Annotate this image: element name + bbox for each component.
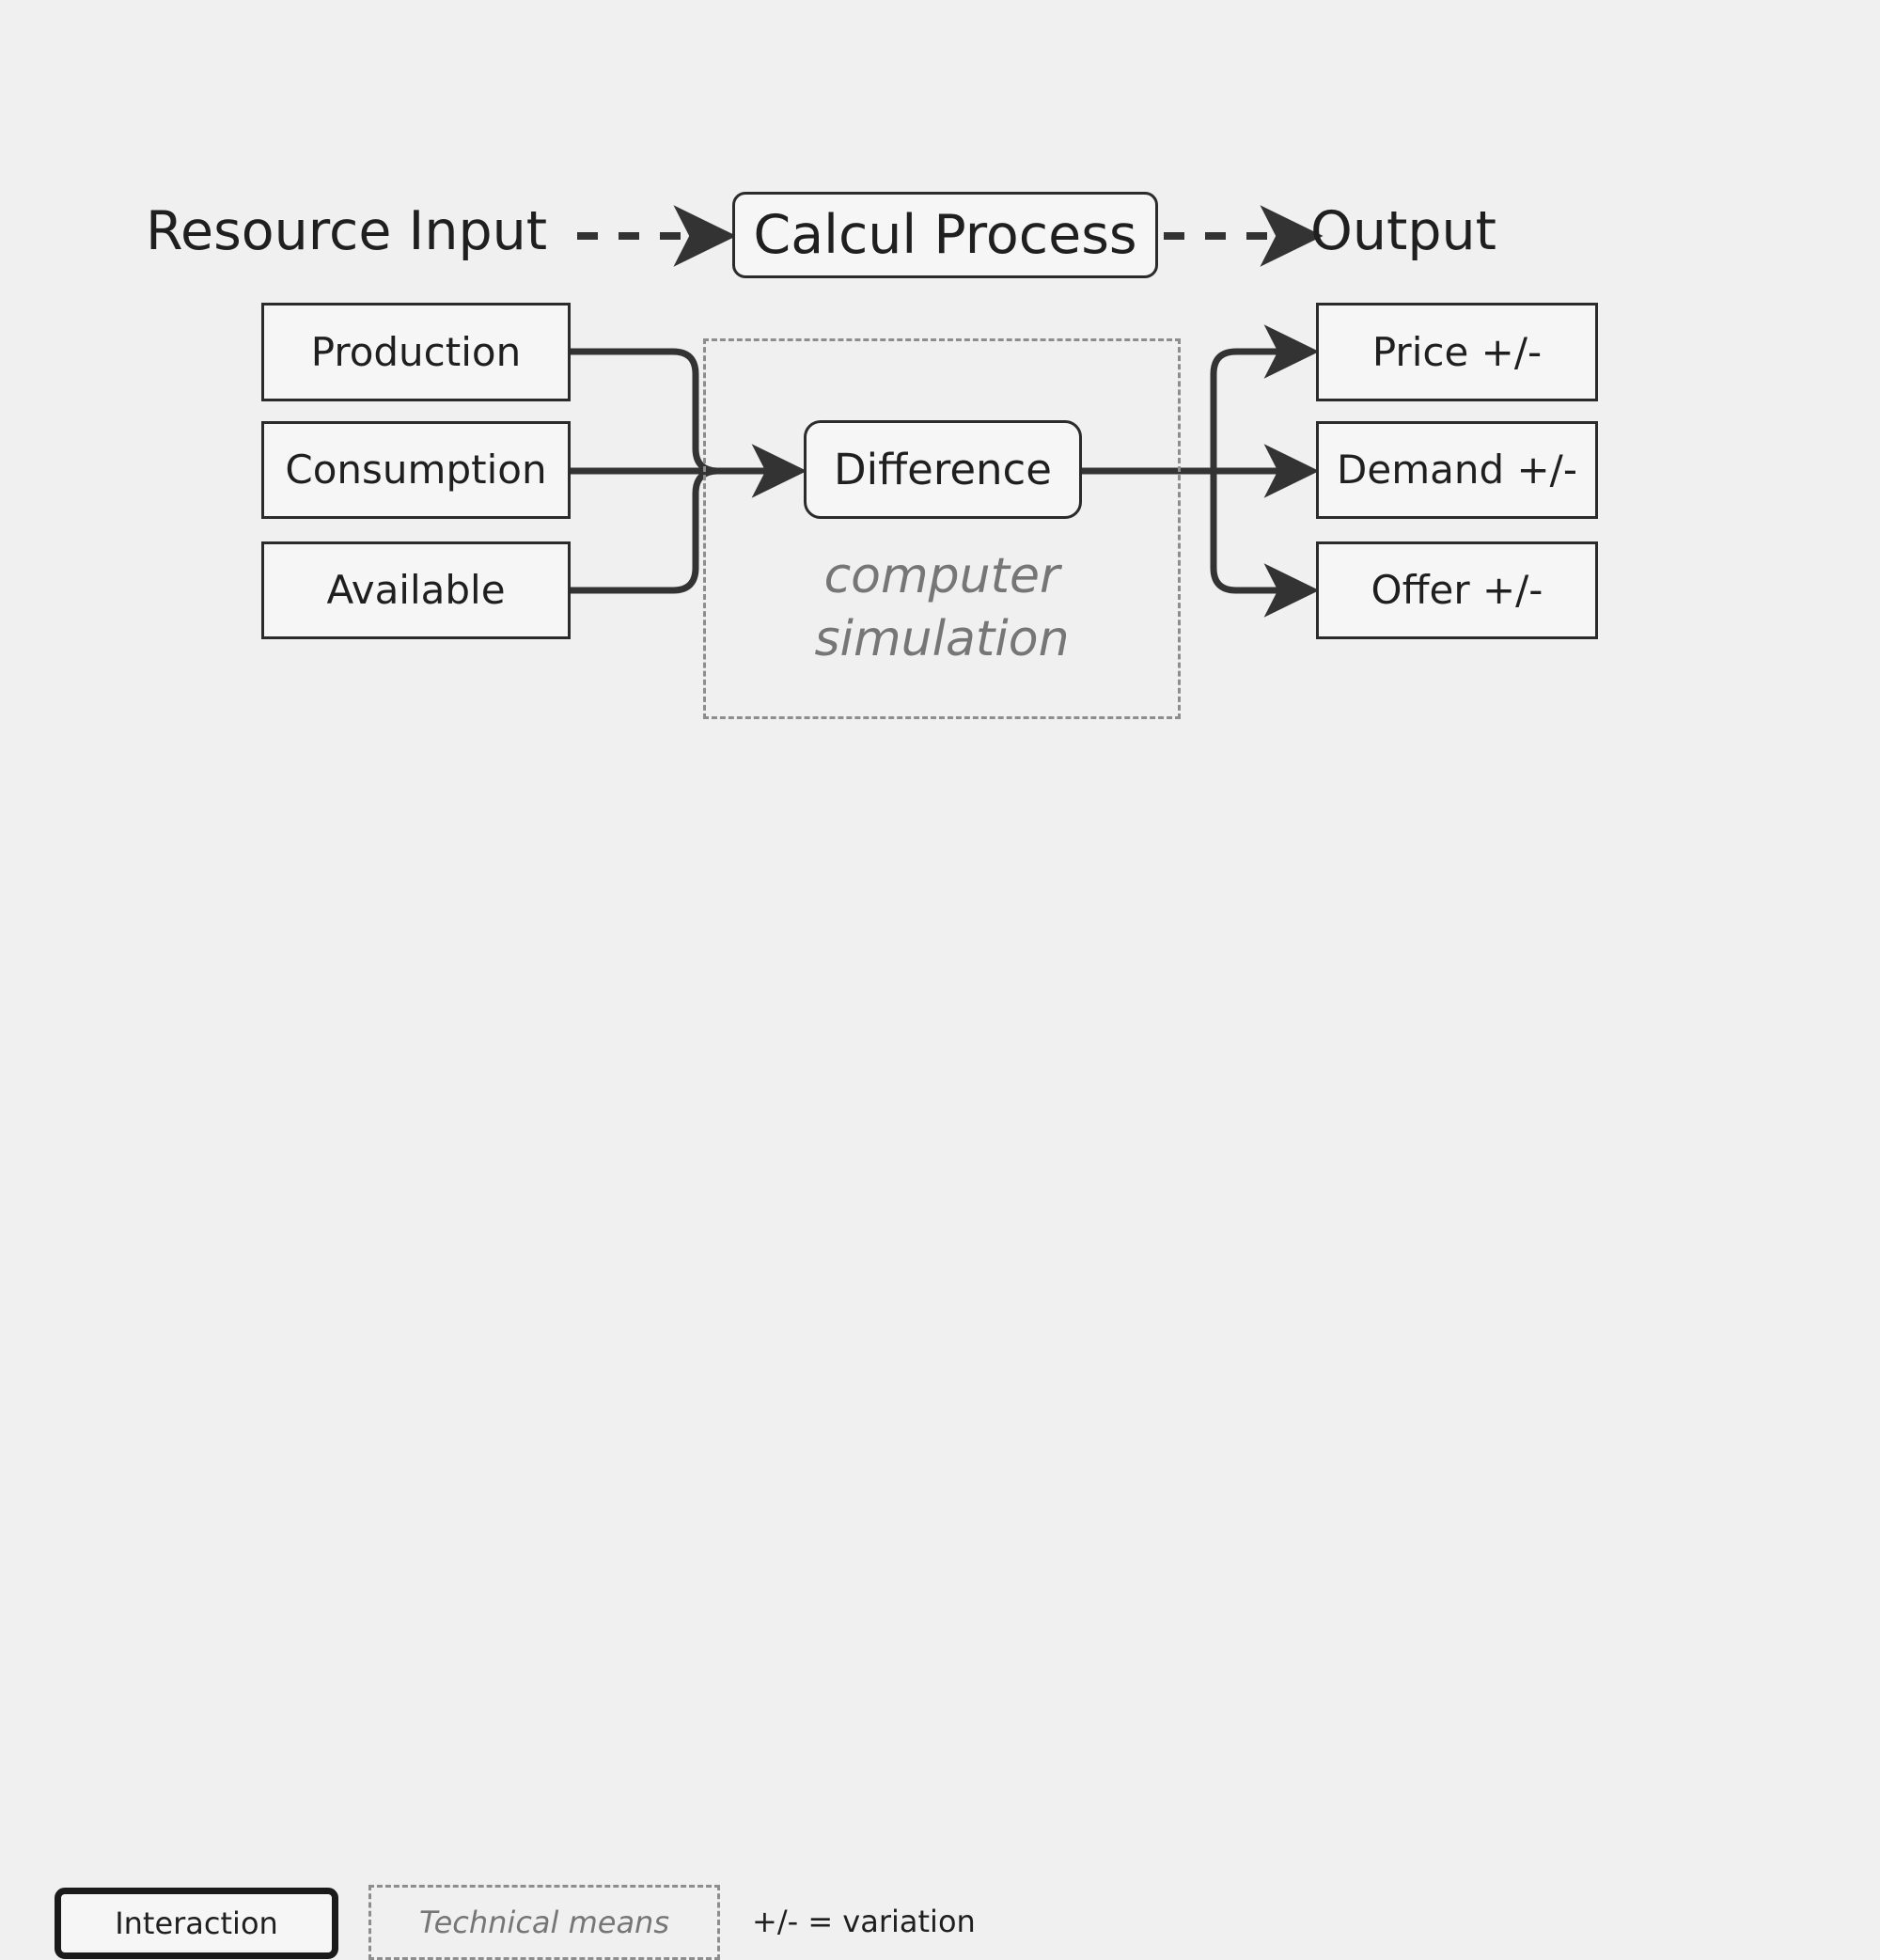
output-node-label: Offer +/- bbox=[1371, 567, 1543, 613]
legend: Interaction Technical means +/- = variat… bbox=[0, 940, 1880, 1960]
output-node-demand: Demand +/- bbox=[1316, 421, 1598, 519]
legend-interaction-label: Interaction bbox=[115, 1905, 278, 1941]
link-production-to-difference bbox=[571, 348, 719, 475]
calcul-process-label: Calcul Process bbox=[753, 203, 1137, 266]
input-node-label: Production bbox=[310, 328, 522, 375]
input-node-production: Production bbox=[261, 303, 571, 401]
legend-item-interaction: Interaction bbox=[55, 1888, 338, 1959]
legend-technical-means-label: Technical means bbox=[418, 1905, 669, 1940]
link-difference-to-price bbox=[1210, 324, 1320, 471]
output-node-label: Price +/- bbox=[1371, 328, 1543, 375]
output-node-label: Demand +/- bbox=[1337, 447, 1577, 493]
input-node-label: Available bbox=[326, 567, 506, 613]
diagram-canvas: Resource Input Calcul Process Output Pro… bbox=[0, 192, 1880, 1960]
output-label: Output bbox=[1310, 200, 1496, 262]
output-node-price: Price +/- bbox=[1316, 303, 1598, 401]
link-difference-to-offer bbox=[1210, 471, 1320, 618]
process-node-label: Difference bbox=[834, 445, 1052, 494]
computer-simulation-container bbox=[703, 338, 1181, 719]
calcul-process-node: Calcul Process bbox=[732, 192, 1158, 278]
legend-item-technical-means: Technical means bbox=[368, 1885, 720, 1960]
input-node-consumption: Consumption bbox=[261, 421, 571, 519]
link-available-to-difference bbox=[571, 467, 719, 594]
input-node-available: Available bbox=[261, 541, 571, 639]
output-node-offer: Offer +/- bbox=[1316, 541, 1598, 639]
legend-variation-note: +/- = variation bbox=[752, 1904, 976, 1939]
input-node-label: Consumption bbox=[285, 447, 547, 493]
resource-input-label: Resource Input bbox=[146, 200, 548, 262]
process-node-difference: Difference bbox=[804, 420, 1082, 519]
computer-simulation-caption: computer simulation bbox=[814, 548, 1070, 667]
